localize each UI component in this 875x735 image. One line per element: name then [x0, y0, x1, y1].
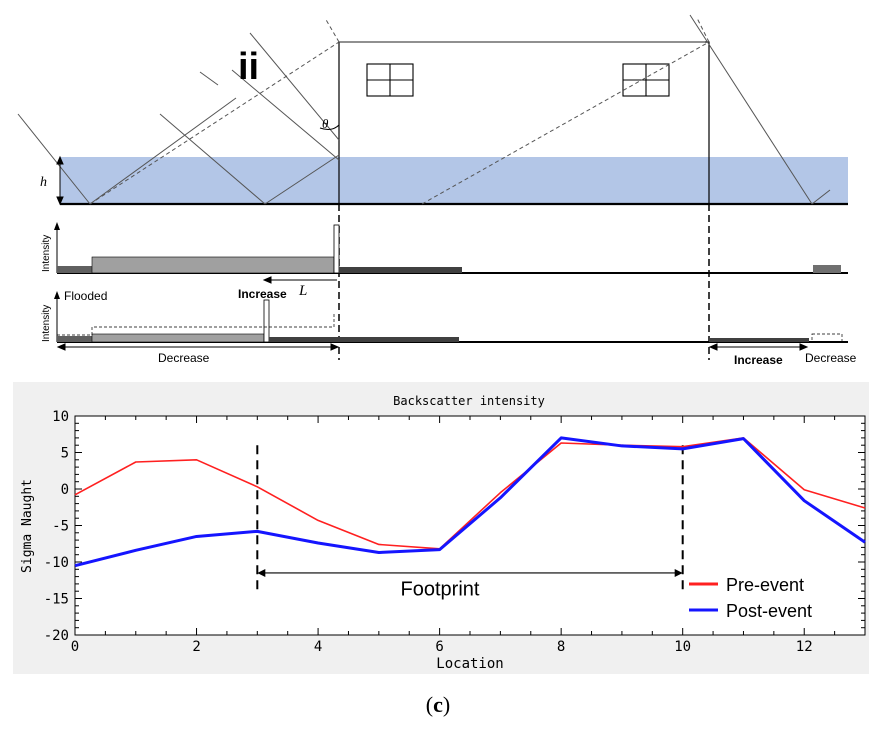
footprint-arrowhead-right [674, 568, 683, 577]
post-flood-intensity-profile [54, 291, 848, 343]
flooded-label: Flooded [64, 289, 107, 303]
y-tick-label: 5 [61, 446, 69, 462]
y-tick-label: -20 [44, 628, 69, 644]
footprint-label: Footprint [401, 579, 480, 601]
x-tick-label: 4 [314, 639, 322, 655]
guide-lines [338, 204, 710, 360]
y-tick-label: -15 [44, 592, 69, 608]
y-tick-label: -10 [44, 555, 69, 571]
flood-water [60, 157, 848, 204]
caption-open-paren: ( [426, 692, 433, 717]
y-axis-label: Sigma Naught [20, 479, 35, 573]
theta-arc [319, 124, 340, 130]
y-tick-label: 0 [61, 482, 69, 498]
backscatter-chart: Backscatter intensity 0 2 4 6 8 10 12 10 5 0 -5 -1… [13, 382, 869, 674]
x-tick-label: 10 [674, 639, 691, 655]
window-left [366, 63, 414, 97]
decrease-arrow-left [56, 343, 340, 351]
x-tick-label: 12 [796, 639, 813, 655]
intensity-label-top: Intensity [41, 235, 52, 272]
series-lines [74, 436, 866, 568]
figure-caption: (c) [426, 692, 450, 717]
height-symbol: h [40, 175, 47, 190]
caption-letter: c [433, 692, 443, 717]
x-tick-label: 0 [71, 639, 79, 655]
chart-title: Backscatter intensity [393, 394, 545, 408]
y-tick-label: -5 [52, 519, 69, 535]
panel-label: ii [238, 46, 259, 88]
footprint-arrowhead-left [257, 568, 266, 577]
height-arrow [56, 155, 64, 206]
x-axis-label: Location [436, 656, 503, 672]
increase-label-right: Increase [734, 353, 783, 367]
x-tick-label: 8 [557, 639, 565, 655]
x-tick-label: 6 [435, 639, 443, 655]
flood-diagram: θ ii h Intensity [17, 14, 857, 367]
decrease-label-left: Decrease [158, 351, 210, 365]
increase-label-left: Increase [238, 287, 287, 301]
y-tick-label: 10 [52, 409, 69, 425]
increase-arrow-right [708, 343, 809, 351]
y-tick-labels: 10 5 0 -5 -10 -15 -20 [44, 409, 69, 644]
length-symbol: L [298, 283, 307, 299]
chart-legend: Pre-event Post-event [689, 575, 812, 621]
radar-rays-dashed [89, 17, 710, 205]
length-arrow [262, 276, 337, 284]
window-right [622, 63, 670, 97]
theta-symbol: θ [322, 116, 329, 131]
legend-label-post-event: Post-event [726, 601, 812, 621]
svg-text:(c): (c) [426, 692, 450, 717]
caption-close-paren: ) [443, 692, 450, 717]
footprint-annotation [256, 445, 684, 592]
axis-ticks [74, 415, 866, 636]
radar-rays [17, 14, 831, 205]
x-tick-label: 2 [192, 639, 200, 655]
intensity-label-bottom: Intensity [41, 305, 52, 342]
pre-flood-intensity-profile [54, 222, 848, 274]
series-line-post-event [74, 436, 866, 568]
x-tick-labels: 0 2 4 6 8 10 12 [71, 639, 813, 655]
legend-label-pre-event: Pre-event [726, 575, 804, 595]
decrease-label-right: Decrease [805, 351, 857, 365]
